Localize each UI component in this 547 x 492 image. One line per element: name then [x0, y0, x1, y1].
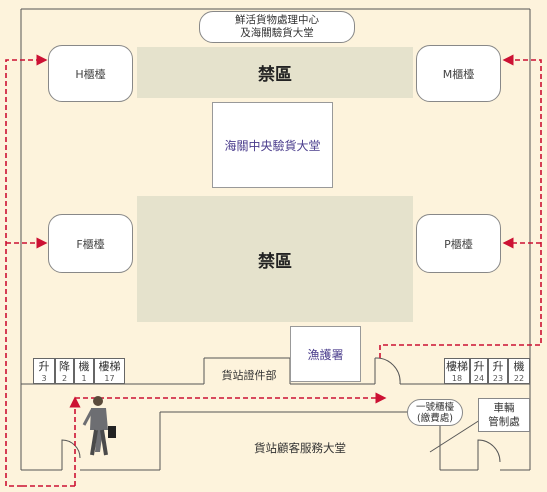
restricted-zone-top-label: 禁區 [258, 65, 292, 85]
gate-f-counter[interactable]: F櫃檯 [48, 214, 133, 273]
afcd-office-label: 漁護署 [307, 347, 344, 362]
lift-23-num: 23 [492, 374, 504, 383]
lift-3-num: 3 [41, 374, 47, 383]
lift-1-num: 1 [81, 374, 87, 383]
counter-one-line1: 一號櫃檯 [415, 402, 454, 413]
lift-24: 升 24 [470, 358, 488, 384]
lift-1: 機 1 [74, 358, 94, 384]
lift-2: 降 2 [55, 358, 74, 384]
restricted-zone-top: 禁區 [137, 47, 413, 98]
afcd-office: 漁護署 [290, 326, 361, 382]
stairs-18: 樓梯 18 [444, 358, 470, 384]
vehicle-control-line1: 車輛 [493, 402, 515, 414]
vehicle-control-office: 車輛 管制處 [478, 398, 530, 432]
lift-24-num: 24 [473, 374, 485, 383]
lift-22: 機 22 [508, 358, 530, 384]
stairs-18-name: 樓梯 [446, 360, 468, 373]
walking-person-icon [82, 396, 116, 456]
stairs-17: 樓梯 17 [94, 358, 125, 384]
restricted-zone-main: 禁區 [137, 196, 413, 322]
lift-3-name: 升 [38, 360, 50, 373]
lift-2-num: 2 [61, 374, 68, 383]
stairs-17-name: 樓梯 [98, 360, 121, 373]
fresh-cargo-center-line2: 及海關驗貨大堂 [240, 27, 314, 39]
gate-h-counter[interactable]: H櫃檯 [48, 45, 133, 102]
lift-22-num: 22 [513, 374, 525, 383]
cert-dept-label: 貨站證件部 [221, 369, 277, 382]
lift-24-name: 升 [473, 360, 485, 373]
lift-3: 升 3 [33, 358, 55, 384]
gate-p-label: P櫃檯 [444, 237, 473, 251]
customer-service-hall-label: 貨站顧客服務大堂 [254, 441, 346, 455]
gate-h-label: H櫃檯 [75, 67, 106, 81]
lift-23: 升 23 [488, 358, 508, 384]
central-customs-hall: 海關中央驗貨大堂 [212, 102, 333, 188]
lift-22-name: 機 [513, 360, 525, 373]
restricted-zone-main-label: 禁區 [258, 251, 292, 272]
fresh-cargo-center-label: 鮮活貨物處理中心 及海關驗貨大堂 [199, 11, 355, 43]
stairs-17-num: 17 [104, 374, 115, 383]
central-customs-hall-label: 海關中央驗貨大堂 [224, 138, 321, 153]
lift-1-name: 機 [78, 360, 90, 373]
lift-23-name: 升 [492, 360, 504, 373]
gate-p-counter[interactable]: P櫃檯 [416, 214, 501, 273]
vehicle-control-line2: 管制處 [488, 416, 520, 428]
counter-one-line2: (繳費處) [417, 413, 453, 424]
stairs-18-num: 18 [451, 374, 463, 383]
counter-one-payment[interactable]: 一號櫃檯 (繳費處) [407, 399, 463, 426]
gate-f-label: F櫃檯 [76, 237, 105, 251]
lift-2-name: 降 [59, 360, 70, 373]
fresh-cargo-center-line1: 鮮活貨物處理中心 [235, 14, 319, 26]
gate-m-label: M櫃檯 [442, 67, 475, 81]
gate-m-counter[interactable]: M櫃檯 [416, 45, 501, 102]
